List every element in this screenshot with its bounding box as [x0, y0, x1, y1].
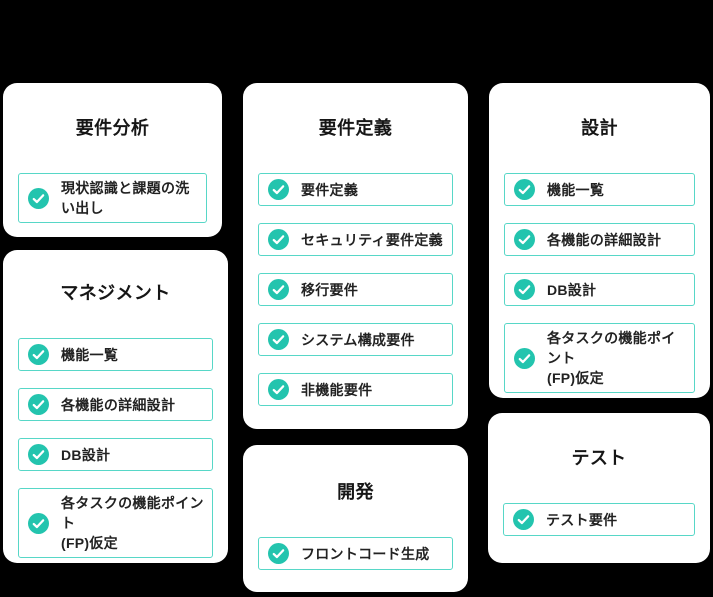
task-item-label: 移行要件: [301, 281, 359, 298]
check-circle-icon: [268, 179, 289, 200]
task-item-label: 各機能の詳細設計: [61, 396, 176, 413]
card-items: テスト要件: [503, 503, 695, 536]
check-circle-icon: [268, 379, 289, 400]
task-item-requirements-definition-3[interactable]: システム構成要件: [258, 323, 453, 356]
check-circle-icon: [268, 543, 289, 564]
task-item-design-3[interactable]: 各タスクの機能ポイント (FP)仮定: [504, 323, 695, 393]
check-circle-icon: [28, 187, 49, 209]
task-item-label: 現状認識と課題の洗い出し: [61, 180, 190, 216]
task-item-label: テスト要件: [546, 511, 618, 528]
task-item-label: 各タスクの機能ポイント (FP)仮定: [547, 330, 676, 386]
card-title: 設計: [581, 118, 618, 138]
task-item-management-1[interactable]: 各機能の詳細設計: [18, 388, 213, 421]
task-item-management-3[interactable]: 各タスクの機能ポイント (FP)仮定: [18, 488, 213, 558]
card-development: 開発 フロントコード生成: [243, 445, 468, 592]
check-circle-icon: [28, 344, 49, 365]
task-item-requirements-definition-4[interactable]: 非機能要件: [258, 373, 453, 406]
task-item-requirements-definition-1[interactable]: セキュリティ要件定義: [258, 223, 453, 256]
card-items: 機能一覧 各機能の詳細設計 DB設計 各タスクの機能ポイント (FP)仮定: [504, 173, 695, 393]
check-circle-icon: [514, 347, 535, 369]
card-items: 現状認識と課題の洗い出し: [18, 173, 207, 223]
check-circle-icon: [514, 279, 535, 300]
card-title: 要件分析: [75, 118, 150, 138]
check-circle-icon: [268, 329, 289, 350]
card-management: マネジメント 機能一覧 各機能の詳細設計 DB設計: [3, 250, 228, 563]
card-test: テスト テスト要件: [488, 413, 710, 563]
task-item-requirements-definition-2[interactable]: 移行要件: [258, 273, 453, 306]
task-item-label: 各機能の詳細設計: [547, 231, 662, 248]
task-item-requirements-analysis-0[interactable]: 現状認識と課題の洗い出し: [18, 173, 207, 223]
card-items: 要件定義 セキュリティ要件定義 移行要件 システム構成要件: [258, 173, 453, 406]
card-design: 設計 機能一覧 各機能の詳細設計 DB設計: [489, 83, 710, 398]
task-item-development-0[interactable]: フロントコード生成: [258, 537, 453, 570]
card-title: 要件定義: [318, 118, 393, 138]
check-circle-icon: [28, 444, 49, 465]
task-item-label: 非機能要件: [301, 381, 373, 398]
card-title: 開発: [337, 482, 374, 502]
check-circle-icon: [28, 394, 49, 415]
task-item-design-1[interactable]: 各機能の詳細設計: [504, 223, 695, 256]
task-item-label: 機能一覧: [547, 181, 605, 198]
card-items: 機能一覧 各機能の詳細設計 DB設計 各タスクの機能ポイント (FP)仮定: [18, 338, 213, 558]
task-item-design-0[interactable]: 機能一覧: [504, 173, 695, 206]
task-item-label: 要件定義: [301, 181, 359, 198]
check-circle-icon: [268, 229, 289, 250]
card-requirements-definition: 要件定義 要件定義 セキュリティ要件定義 移行要件: [243, 83, 468, 429]
task-item-test-0[interactable]: テスト要件: [503, 503, 695, 536]
task-item-label: システム構成要件: [301, 331, 415, 348]
card-title: マネジメント: [60, 283, 171, 303]
task-item-design-2[interactable]: DB設計: [504, 273, 695, 306]
task-item-label: DB設計: [61, 446, 111, 463]
task-item-label: DB設計: [547, 281, 597, 298]
task-item-label: セキュリティ要件定義: [301, 231, 443, 248]
check-circle-icon: [28, 512, 49, 534]
card-title: テスト: [571, 448, 627, 468]
task-item-label: 各タスクの機能ポイント (FP)仮定: [61, 495, 204, 551]
task-item-management-2[interactable]: DB設計: [18, 438, 213, 471]
task-item-label: フロントコード生成: [301, 545, 430, 562]
check-circle-icon: [513, 509, 534, 530]
task-item-management-0[interactable]: 機能一覧: [18, 338, 213, 371]
card-requirements-analysis: 要件分析 現状認識と課題の洗い出し: [3, 83, 222, 237]
check-circle-icon: [514, 179, 535, 200]
check-circle-icon: [514, 229, 535, 250]
task-item-requirements-definition-0[interactable]: 要件定義: [258, 173, 453, 206]
check-circle-icon: [268, 279, 289, 300]
task-item-label: 機能一覧: [61, 346, 119, 363]
card-items: フロントコード生成: [258, 537, 453, 570]
